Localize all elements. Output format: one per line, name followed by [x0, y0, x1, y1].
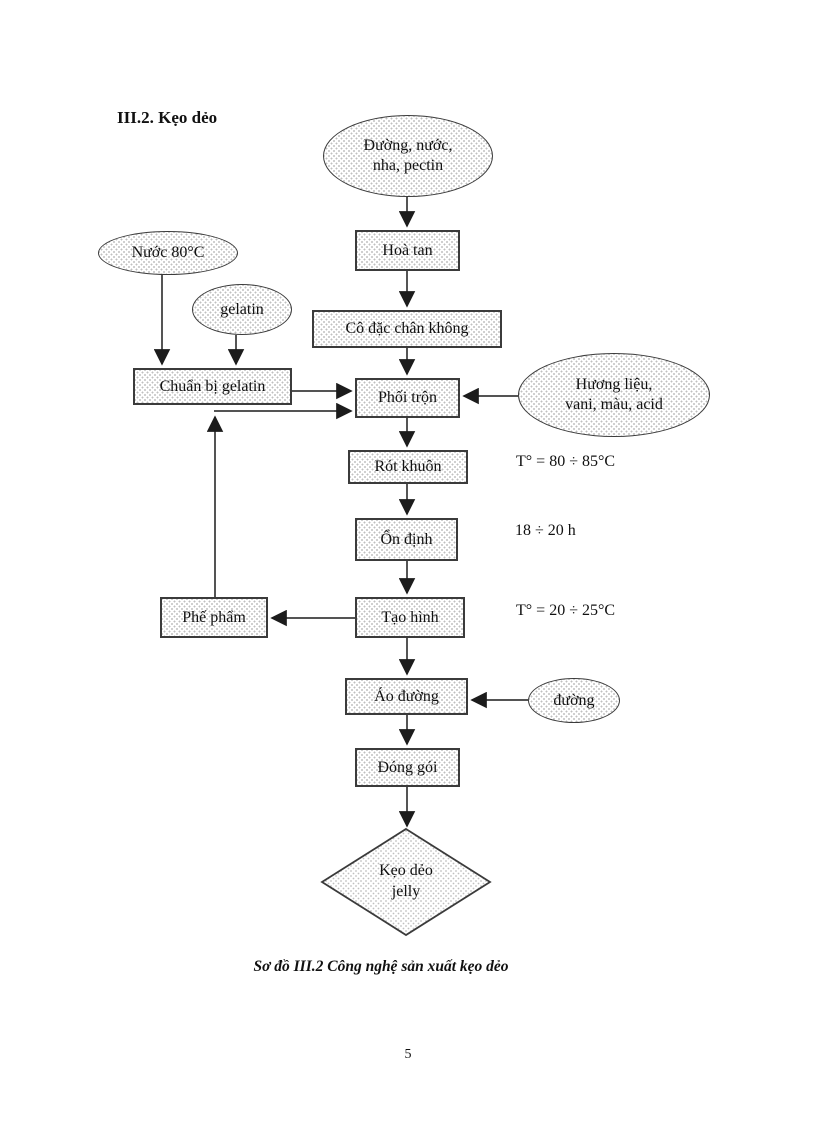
node-rot-khuon-label: Rót khuôn	[374, 458, 442, 475]
node-dong-goi-label: Đóng gói	[377, 758, 438, 776]
node-duong-label: đường	[553, 691, 595, 709]
node-gelatin: gelatin	[192, 284, 292, 335]
node-tao-hinh-label: Tạo hình	[381, 608, 439, 626]
node-ingredients: Đường, nước, nha, pectin	[323, 115, 493, 197]
node-huong-lieu: Hương liệu, vani, màu, acid	[518, 353, 710, 437]
section-heading: III.2. Kẹo dẻo	[117, 108, 218, 127]
node-ingredients-label: Đường, nước, nha, pectin	[363, 137, 453, 174]
node-hoa-tan: Hoà tan	[355, 230, 460, 271]
node-nuoc-80c: Nước 80°C	[98, 231, 238, 275]
node-on-dinh-label: Ổn định	[380, 530, 433, 548]
diamond-san-pham	[320, 827, 492, 937]
node-co-dac-chan-khong: Cô đặc chân không	[312, 310, 502, 348]
node-phoi-tron-label: Phối trộn	[377, 389, 438, 406]
node-phoi-tron: Phối trộn	[355, 378, 460, 418]
annotation-tao-hinh-temperature: T° = 20 ÷ 25°C	[516, 602, 616, 619]
node-rot-khuon: Rót khuôn	[348, 450, 468, 484]
page-number: 5	[404, 1047, 412, 1062]
node-chuan-bi-gelatin: Chuẩn bị gelatin	[133, 368, 292, 405]
node-san-pham-label: Kẹo dẻo jelly	[379, 862, 433, 900]
node-nuoc-80c-label: Nước 80°C	[131, 244, 205, 261]
node-ao-duong: Áo đường	[345, 678, 468, 715]
figure-caption: Sơ đồ III.2 Công nghệ sản xuất kẹo dẻo	[253, 958, 509, 975]
node-chuan-bi-gelatin-label: Chuẩn bị gelatin	[159, 377, 266, 395]
node-phe-pham: Phế phẩm	[160, 597, 268, 638]
node-duong: đường	[528, 678, 620, 723]
node-huong-lieu-label: Hương liệu, vani, màu, acid	[565, 376, 663, 413]
annotation-on-dinh-time: 18 ÷ 20 h	[515, 522, 576, 539]
node-phe-pham-label: Phế phẩm	[182, 608, 246, 626]
node-dong-goi: Đóng gói	[355, 748, 460, 787]
node-co-dac-label: Cô đặc chân không	[345, 320, 469, 337]
node-gelatin-label: gelatin	[220, 300, 264, 318]
node-ao-duong-label: Áo đường	[374, 687, 439, 705]
node-tao-hinh: Tạo hình	[355, 597, 465, 638]
node-hoa-tan-label: Hoà tan	[382, 241, 433, 259]
annotation-rot-khuon-temperature: T° = 80 ÷ 85°C	[516, 453, 616, 470]
node-on-dinh: Ổn định	[355, 518, 458, 561]
